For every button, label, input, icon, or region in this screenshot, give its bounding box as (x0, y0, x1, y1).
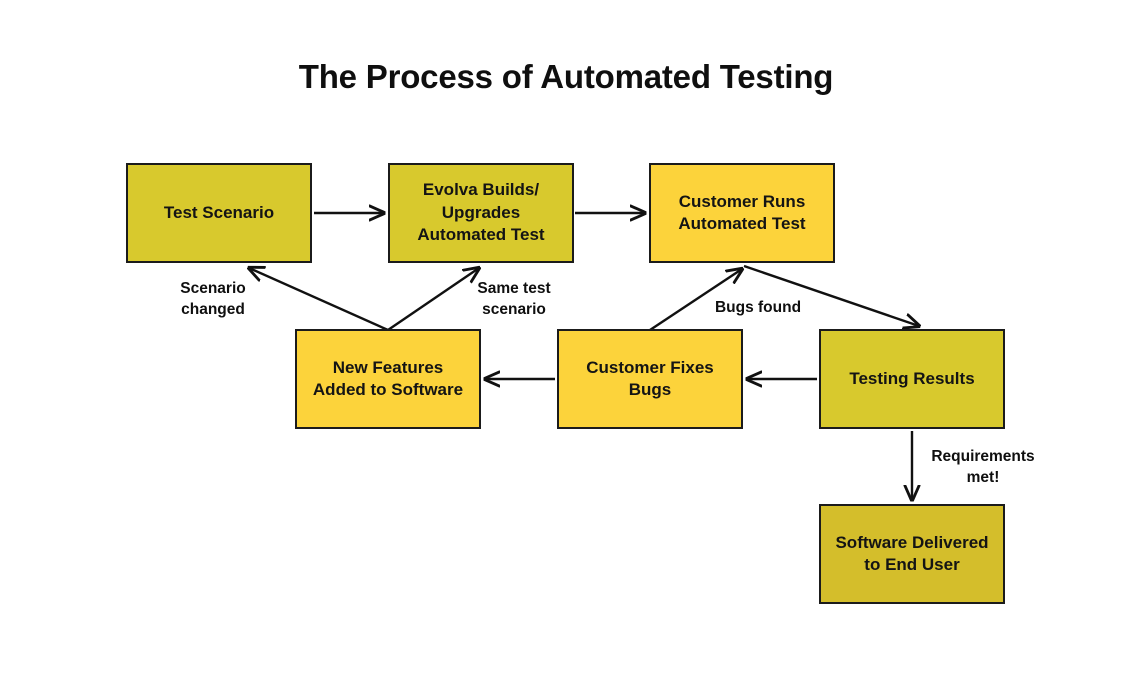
edge-customer-fixes-to-customer-runs (649, 269, 742, 332)
node-customer-fixes-bugs-label: Customer Fixes Bugs (586, 357, 714, 399)
node-customer-runs-test-label: Customer Runs Automated Test (678, 191, 806, 233)
node-evolva-builds-label: Evolva Builds/ Upgrades Automated Test (417, 180, 545, 245)
edge-customer-runs-to-testing-results (743, 264, 919, 326)
diagram-title: The Process of Automated Testing (298, 58, 834, 95)
edge-label-requirements-met: Requirements met! (931, 448, 1035, 486)
node-customer-runs-test[interactable]: Customer Runs Automated Test (649, 163, 835, 263)
node-testing-results-label: Testing Results (849, 368, 975, 388)
edge-label-bugs-found: Bugs found (714, 299, 802, 316)
node-new-features-label: New Features Added to Software (312, 357, 464, 399)
node-test-scenario-label: Test Scenario (163, 202, 275, 222)
node-test-scenario[interactable]: Test Scenario (126, 163, 312, 263)
node-new-features[interactable]: New Features Added to Software (295, 329, 481, 429)
node-testing-results[interactable]: Testing Results (819, 329, 1005, 429)
node-software-delivered-label: Software Delivered to End User (835, 532, 989, 574)
node-customer-fixes-bugs[interactable]: Customer Fixes Bugs (557, 329, 743, 429)
edge-label-scenario-changed: Scenario changed (180, 280, 246, 318)
edge-label-same-test-scenario: Same test scenario (477, 280, 551, 318)
node-software-delivered[interactable]: Software Delivered to End User (819, 504, 1005, 604)
node-evolva-builds[interactable]: Evolva Builds/ Upgrades Automated Test (388, 163, 574, 263)
edge-new-features-to-test-scenario (249, 268, 389, 332)
edge-new-features-to-evolva (387, 268, 479, 331)
